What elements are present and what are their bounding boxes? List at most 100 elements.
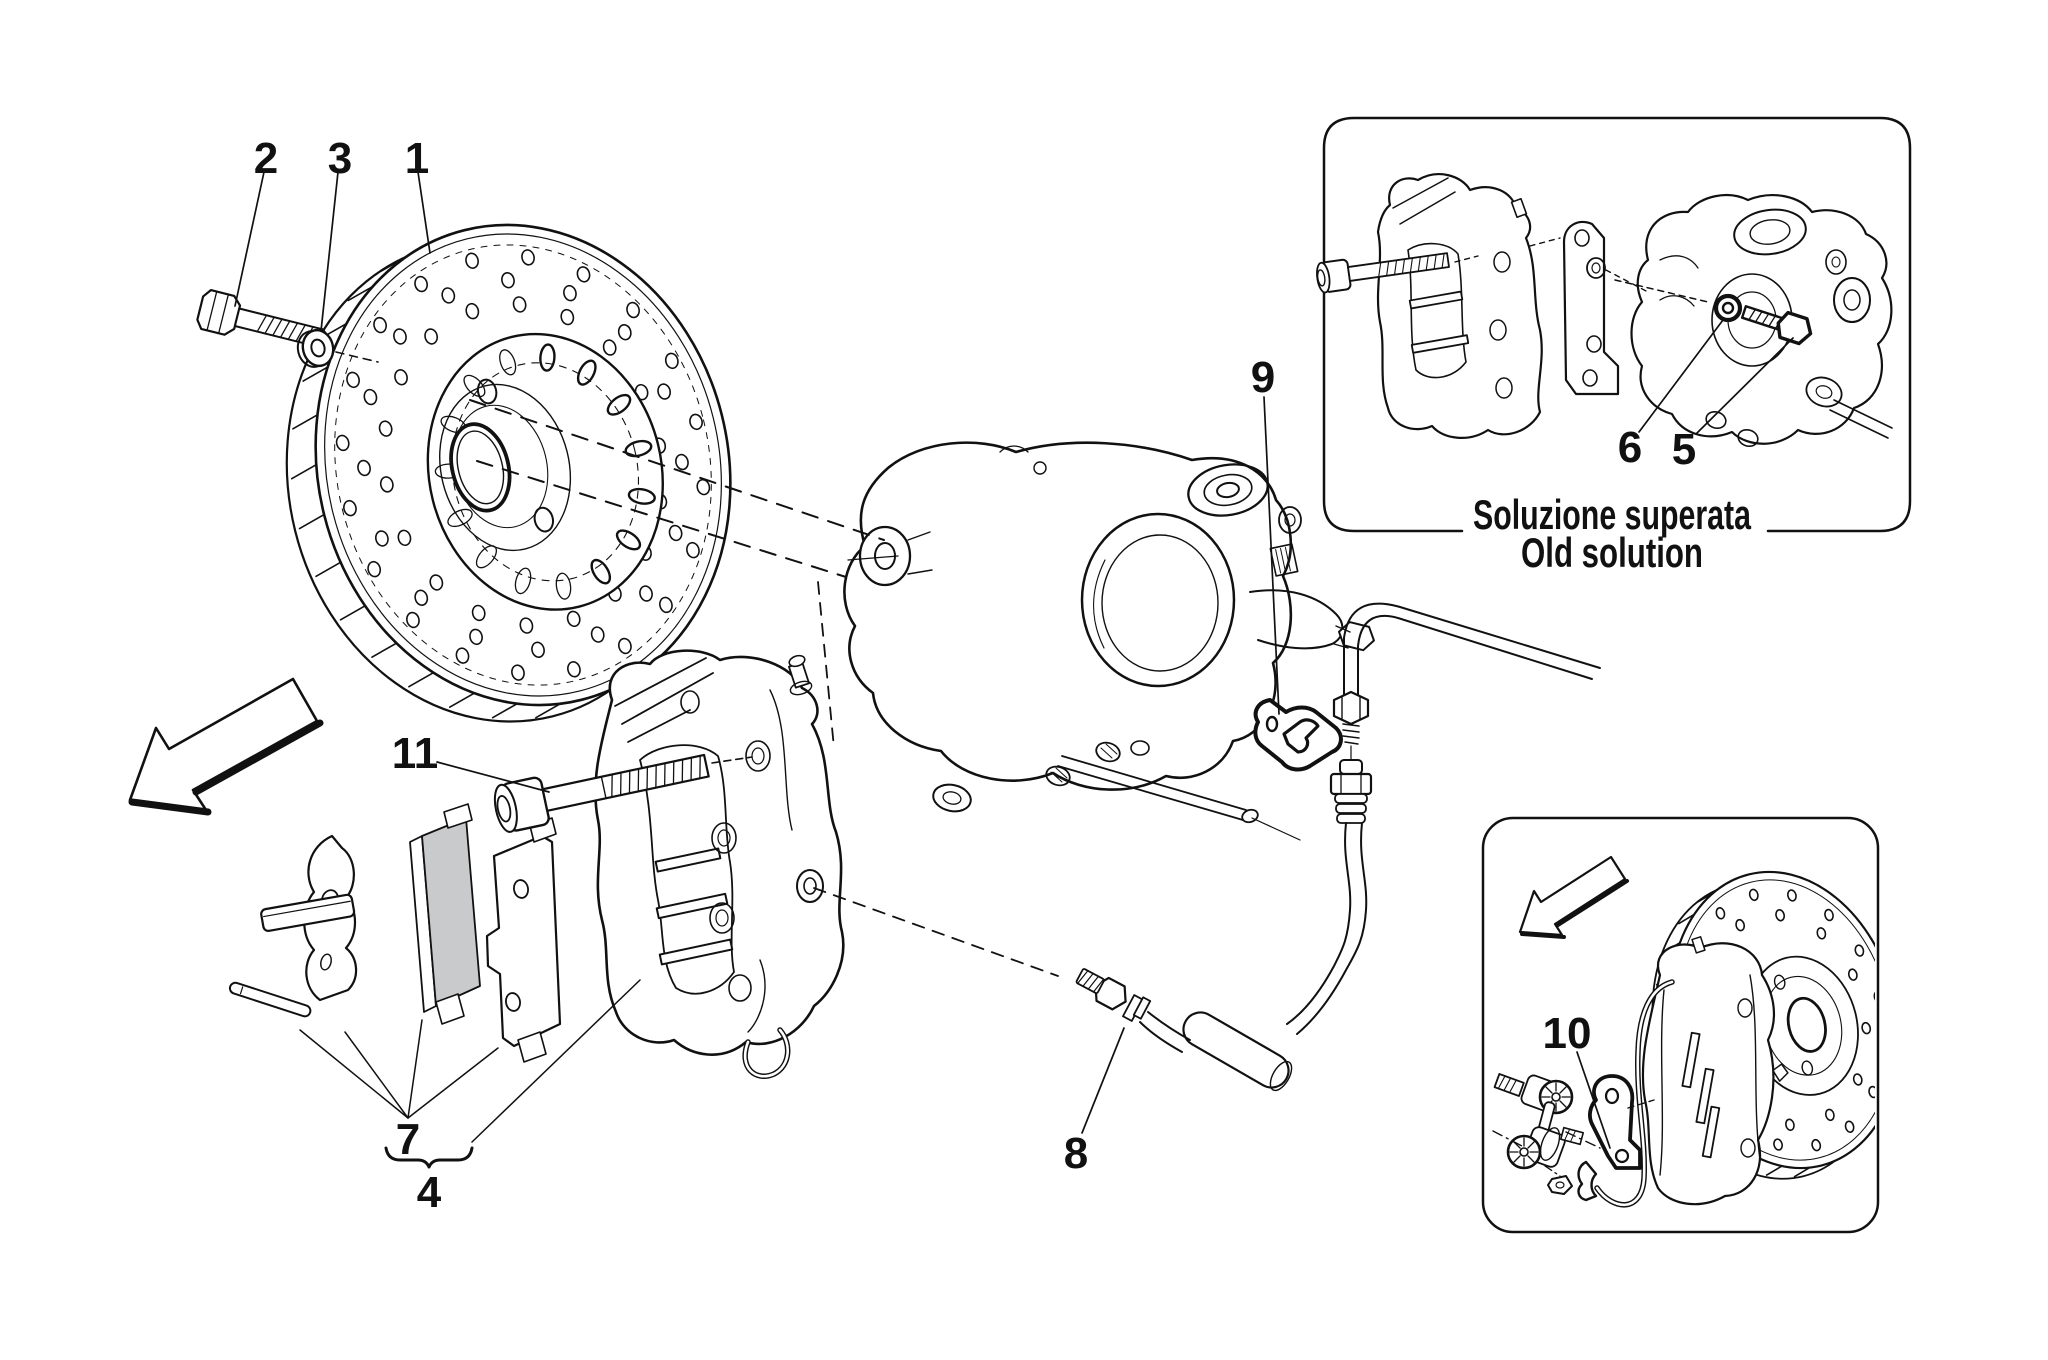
vane-tick <box>1793 1166 1811 1178</box>
old-washer <box>1713 293 1743 323</box>
drill-hole <box>378 420 393 437</box>
drill-hole <box>563 284 577 302</box>
drill-hole <box>406 611 420 629</box>
stud-hole <box>533 506 555 533</box>
drill-hole <box>531 641 545 658</box>
toe-link-rod <box>1057 755 1247 821</box>
vane-tick <box>371 642 398 658</box>
disc-vane-ticks <box>290 235 562 719</box>
leader-11 <box>436 761 550 793</box>
drill-hole <box>346 371 360 389</box>
leader-7 <box>407 1047 499 1119</box>
vane-tick <box>1765 1165 1783 1176</box>
drill-hole <box>1868 1085 1875 1099</box>
clip-cross-bar <box>260 893 356 932</box>
hat-vent <box>590 558 612 585</box>
direction-arrow <box>128 677 324 816</box>
small-caliper <box>1641 936 1775 1206</box>
drill-hole <box>566 610 581 628</box>
pad-retainer-bar <box>658 938 734 966</box>
callout-6: 6 <box>1618 423 1642 472</box>
vane-tick <box>1678 913 1695 925</box>
hat-vent <box>463 374 486 398</box>
hose-hex-nut <box>1332 690 1370 726</box>
hat-vent <box>555 572 572 600</box>
alignment-dashes <box>335 351 1059 977</box>
drill-hole <box>469 628 483 646</box>
hub-bore <box>1080 512 1236 688</box>
callout-8: 8 <box>1064 1129 1088 1178</box>
drill-hole <box>696 478 711 496</box>
abs-sensor <box>1493 1073 1598 1202</box>
callout-2: 2 <box>254 134 278 183</box>
leader-5 <box>1695 337 1794 435</box>
drill-hole <box>455 647 470 664</box>
drill-hole <box>664 352 679 370</box>
drill-hole <box>465 302 480 320</box>
hat-vent <box>606 393 632 416</box>
drill-hole <box>1775 908 1785 922</box>
leader-2 <box>234 171 265 307</box>
drill-hole <box>1816 927 1827 940</box>
vane-tick <box>339 605 366 621</box>
vane-tick <box>491 702 519 719</box>
brake-pad-outer <box>485 817 562 1063</box>
callout-1: 1 <box>405 134 429 183</box>
drill-hole <box>1824 1108 1835 1122</box>
drill-hole <box>1824 908 1834 922</box>
arm-bushing <box>932 783 972 813</box>
drill-hole <box>465 252 479 269</box>
drill-hole <box>567 661 581 678</box>
hose-clip <box>1253 698 1343 772</box>
callout-leaders <box>234 171 1794 1169</box>
banjo-threaded-tip <box>1075 968 1105 994</box>
pad-pin <box>228 981 312 1018</box>
vane-tick <box>298 513 325 530</box>
caliper-mount-boss <box>858 525 912 587</box>
knuckle-side-bolt <box>1338 621 1375 652</box>
brake-pad-inner <box>409 803 481 1025</box>
hose-collar <box>1122 994 1152 1022</box>
hat-vent <box>615 529 642 551</box>
brake-caliper <box>594 649 845 1079</box>
pad-retaining-clip <box>260 834 358 1002</box>
drill-hole <box>639 585 653 602</box>
drill-hole <box>441 287 456 304</box>
drill-hole <box>590 626 605 643</box>
vane-tick <box>292 413 319 430</box>
drill-hole <box>576 266 591 283</box>
drill-hole <box>414 275 428 293</box>
drill-hole <box>1785 1118 1795 1132</box>
sensor-bracket <box>1588 1074 1642 1170</box>
drill-hole <box>1735 918 1746 932</box>
drill-hole <box>335 434 350 452</box>
callout-11: 11 <box>392 729 439 778</box>
drill-hole <box>1847 968 1858 981</box>
drill-hole <box>393 328 407 345</box>
brake-disc <box>285 223 732 723</box>
drill-hole <box>560 308 575 326</box>
drill-hole <box>659 596 673 614</box>
drill-hole <box>512 296 527 313</box>
drill-hole <box>519 617 534 634</box>
old-caliper-bolt <box>1316 252 1450 294</box>
drill-hole <box>1873 990 1875 1003</box>
drill-hole <box>501 272 515 289</box>
drill-hole <box>1852 1073 1863 1086</box>
leader-7 <box>407 1019 423 1119</box>
disc-bolt-washer <box>296 328 335 368</box>
callout-7: 7 <box>396 1115 420 1164</box>
brake-hose-hardline <box>1332 602 1601 763</box>
drill-hole <box>424 328 439 345</box>
inset-old-solution: Soluzione superata Old solution <box>1316 116 1912 576</box>
drill-hole <box>686 541 700 559</box>
hat-vent <box>576 359 597 386</box>
vane-tick <box>535 702 562 719</box>
leader-4-caliper <box>471 979 641 1143</box>
inset-wheel-sensor <box>1481 816 1880 1234</box>
drill-hole <box>397 529 412 547</box>
old-caliper-bracket <box>1562 220 1620 396</box>
direction-arrow-small <box>1518 855 1629 939</box>
